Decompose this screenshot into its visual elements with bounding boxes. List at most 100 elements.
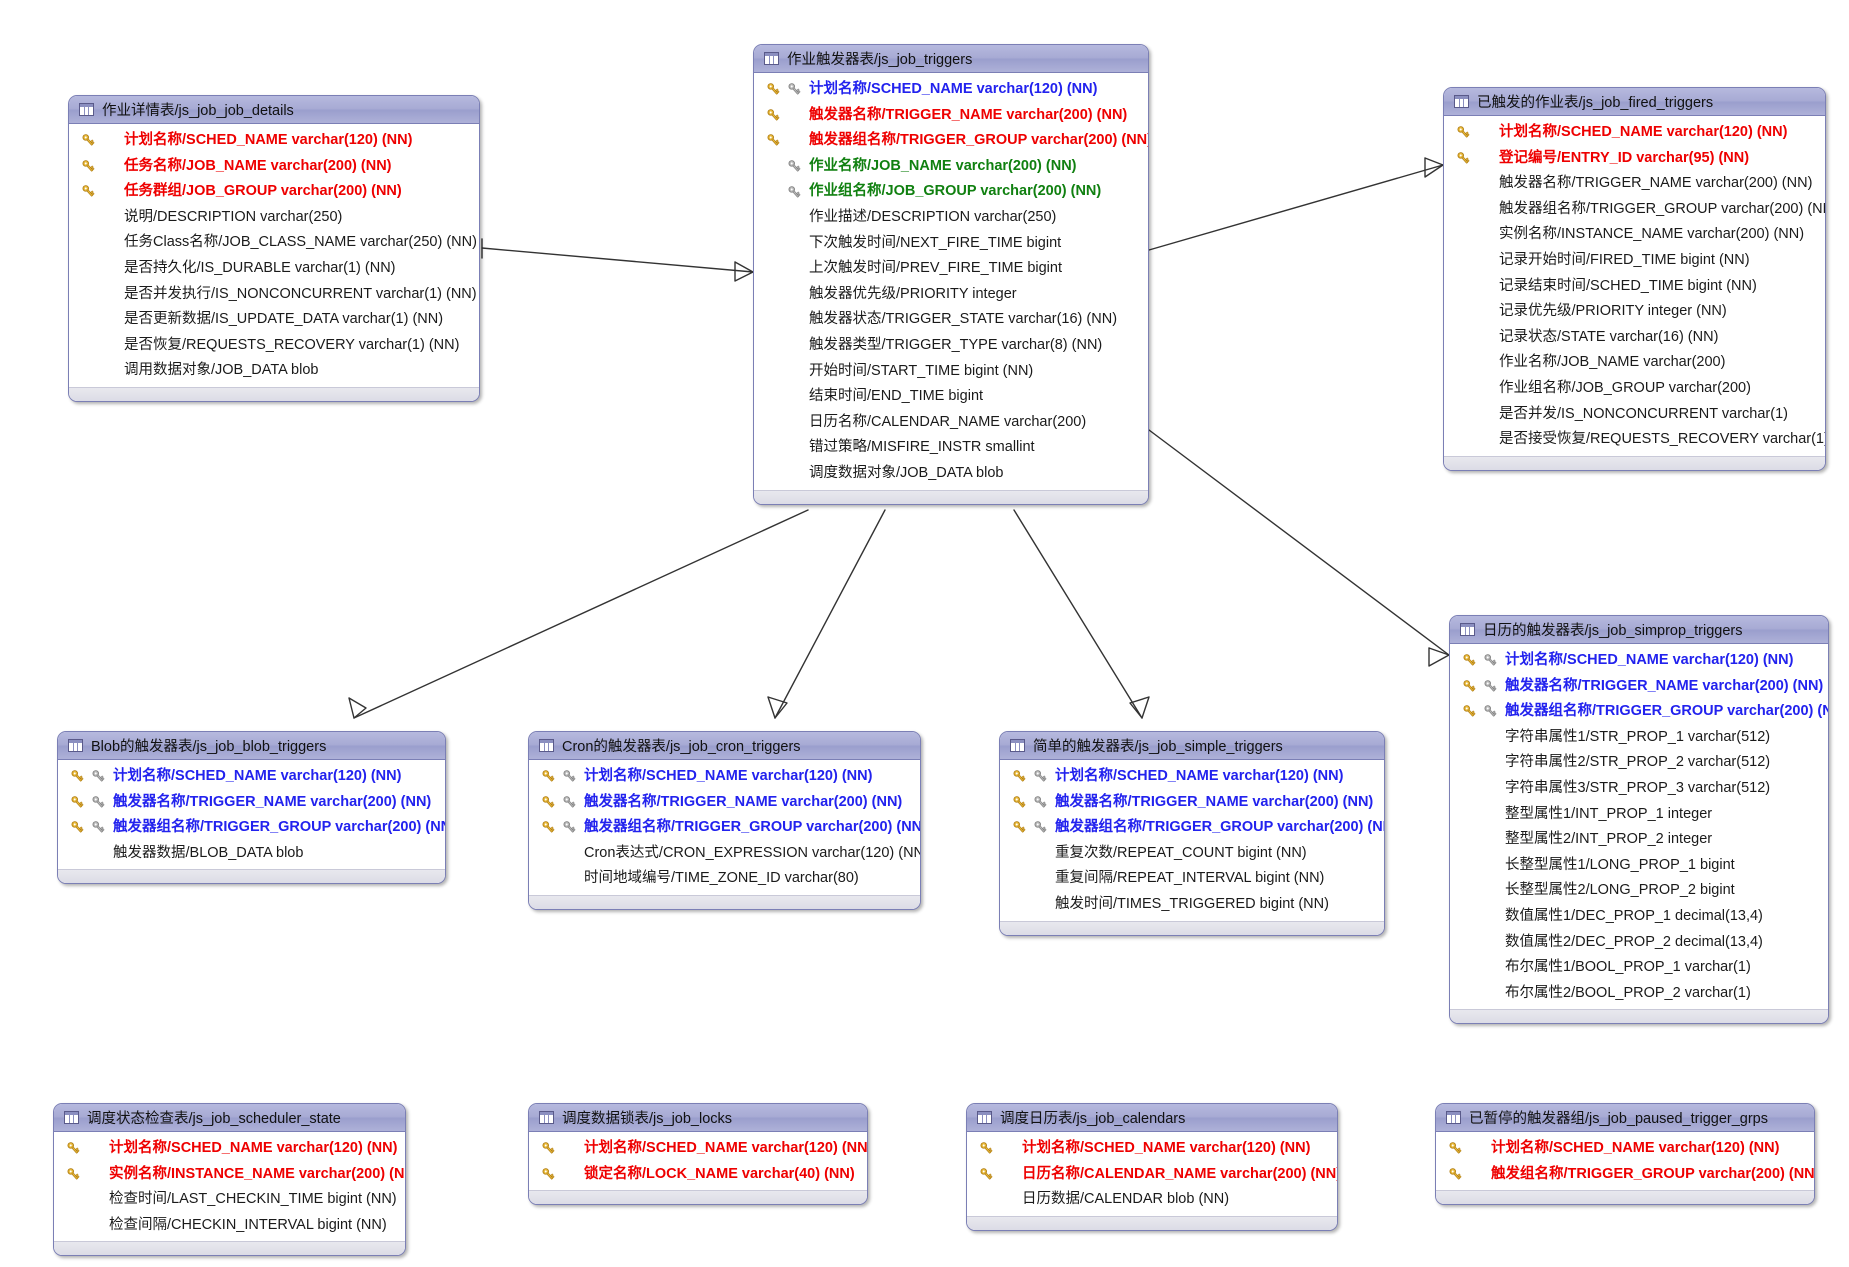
attribute-row[interactable]: 触发器名称/TRIGGER_NAME varchar(200) (NN) — [754, 103, 1148, 129]
attribute-row[interactable]: 数值属性2/DEC_PROP_2 decimal(13,4) — [1450, 930, 1828, 956]
attribute-row[interactable]: 时间地域编号/TIME_ZONE_ID varchar(80) — [529, 866, 920, 892]
attribute-row[interactable]: 重复次数/REPEAT_COUNT bigint (NN) — [1000, 841, 1384, 867]
entity-header-fired_triggers[interactable]: 已触发的作业表/js_job_fired_triggers — [1444, 88, 1825, 116]
attribute-row[interactable]: 触发器数据/BLOB_DATA blob — [58, 841, 445, 867]
entity-header-cron_triggers[interactable]: Cron的触发器表/js_job_cron_triggers — [529, 732, 920, 760]
attribute-row[interactable]: 触发器名称/TRIGGER_NAME varchar(200) (NN) — [1000, 790, 1384, 816]
attribute-row[interactable]: 是否更新数据/IS_UPDATE_DATA varchar(1) (NN) — [69, 307, 479, 333]
attribute-row[interactable]: 计划名称/SCHED_NAME varchar(120) (NN) — [1436, 1136, 1814, 1162]
entity-simprop_triggers[interactable]: 日历的触发器表/js_job_simprop_triggers 计划名称/SCHE… — [1449, 615, 1829, 1025]
attribute-row[interactable]: 作业组名称/JOB_GROUP varchar(200) — [1444, 376, 1825, 402]
attribute-row[interactable]: 检查间隔/CHECKIN_INTERVAL bigint (NN) — [54, 1213, 405, 1239]
attribute-row[interactable]: 错过策略/MISFIRE_INSTR smallint — [754, 435, 1148, 461]
entity-cron_triggers[interactable]: Cron的触发器表/js_job_cron_triggers 计划名称/SCHED… — [528, 731, 921, 910]
entity-paused_trigger_grps[interactable]: 已暂停的触发器组/js_job_paused_trigger_grps 计划名称/… — [1435, 1103, 1815, 1206]
attribute-row[interactable]: 调用数据对象/JOB_DATA blob — [69, 358, 479, 384]
attribute-row[interactable]: 计划名称/SCHED_NAME varchar(120) (NN) — [69, 128, 479, 154]
entity-header-calendars[interactable]: 调度日历表/js_job_calendars — [967, 1104, 1337, 1132]
attribute-row[interactable]: 字符串属性2/STR_PROP_2 varchar(512) — [1450, 750, 1828, 776]
attribute-row[interactable]: 说明/DESCRIPTION varchar(250) — [69, 205, 479, 231]
attribute-row[interactable]: 布尔属性2/BOOL_PROP_2 varchar(1) — [1450, 981, 1828, 1007]
attribute-row[interactable]: 下次触发时间/NEXT_FIRE_TIME bigint — [754, 231, 1148, 257]
attribute-row[interactable]: 整型属性2/INT_PROP_2 integer — [1450, 827, 1828, 853]
attribute-row[interactable]: 计划名称/SCHED_NAME varchar(120) (NN) — [1444, 120, 1825, 146]
attribute-row[interactable]: 触发器状态/TRIGGER_STATE varchar(16) (NN) — [754, 307, 1148, 333]
entity-locks[interactable]: 调度数据锁表/js_job_locks 计划名称/SCHED_NAME varch… — [528, 1103, 868, 1206]
entity-header-scheduler_state[interactable]: 调度状态检查表/js_job_scheduler_state — [54, 1104, 405, 1132]
entity-header-simprop_triggers[interactable]: 日历的触发器表/js_job_simprop_triggers — [1450, 616, 1828, 644]
entity-header-blob_triggers[interactable]: Blob的触发器表/js_job_blob_triggers — [58, 732, 445, 760]
entity-header-job_triggers[interactable]: 作业触发器表/js_job_triggers — [754, 45, 1148, 73]
entity-blob_triggers[interactable]: Blob的触发器表/js_job_blob_triggers 计划名称/SCHED… — [57, 731, 446, 885]
attribute-row[interactable]: 触发器组名称/TRIGGER_GROUP varchar(200) (NN) — [1444, 197, 1825, 223]
entity-calendars[interactable]: 调度日历表/js_job_calendars 计划名称/SCHED_NAME va… — [966, 1103, 1338, 1231]
entity-header-paused_trigger_grps[interactable]: 已暂停的触发器组/js_job_paused_trigger_grps — [1436, 1104, 1814, 1132]
entity-header-job_details[interactable]: 作业详情表/js_job_job_details — [69, 96, 479, 124]
entity-job_details[interactable]: 作业详情表/js_job_job_details 计划名称/SCHED_NAME … — [68, 95, 480, 402]
attribute-row[interactable]: 记录开始时间/FIRED_TIME bigint (NN) — [1444, 248, 1825, 274]
attribute-row[interactable]: 触发时间/TIMES_TRIGGERED bigint (NN) — [1000, 892, 1384, 918]
attribute-row[interactable]: 触发器组名称/TRIGGER_GROUP varchar(200) (NN) — [754, 128, 1148, 154]
attribute-row[interactable]: 触发组名称/TRIGGER_GROUP varchar(200) (NN) — [1436, 1162, 1814, 1188]
attribute-row[interactable]: 是否持久化/IS_DURABLE varchar(1) (NN) — [69, 256, 479, 282]
attribute-row[interactable]: 是否并发执行/IS_NONCONCURRENT varchar(1) (NN) — [69, 282, 479, 308]
attribute-row[interactable]: 触发器组名称/TRIGGER_GROUP varchar(200) (NN) — [1450, 699, 1828, 725]
attribute-row[interactable]: 登记编号/ENTRY_ID varchar(95) (NN) — [1444, 146, 1825, 172]
attribute-row[interactable]: 触发器名称/TRIGGER_NAME varchar(200) (NN) — [529, 790, 920, 816]
attribute-row[interactable]: 数值属性1/DEC_PROP_1 decimal(13,4) — [1450, 904, 1828, 930]
attribute-row[interactable]: 计划名称/SCHED_NAME varchar(120) (NN) — [58, 764, 445, 790]
attribute-row[interactable]: 锁定名称/LOCK_NAME varchar(40) (NN) — [529, 1162, 867, 1188]
entity-header-simple_triggers[interactable]: 简单的触发器表/js_job_simple_triggers — [1000, 732, 1384, 760]
attribute-row[interactable]: 实例名称/INSTANCE_NAME varchar(200) (NN) — [54, 1162, 405, 1188]
attribute-row[interactable]: 触发器组名称/TRIGGER_GROUP varchar(200) (NN) — [58, 815, 445, 841]
attribute-row[interactable]: 记录优先级/PRIORITY integer (NN) — [1444, 299, 1825, 325]
entity-simple_triggers[interactable]: 简单的触发器表/js_job_simple_triggers 计划名称/SCHED… — [999, 731, 1385, 936]
attribute-row[interactable]: 触发器组名称/TRIGGER_GROUP varchar(200) (NN) — [529, 815, 920, 841]
attribute-row[interactable]: 长整型属性1/LONG_PROP_1 bigint — [1450, 853, 1828, 879]
attribute-row[interactable]: 长整型属性2/LONG_PROP_2 bigint — [1450, 878, 1828, 904]
attribute-row[interactable]: 触发器类型/TRIGGER_TYPE varchar(8) (NN) — [754, 333, 1148, 359]
attribute-row[interactable]: 整型属性1/INT_PROP_1 integer — [1450, 802, 1828, 828]
attribute-row[interactable]: 计划名称/SCHED_NAME varchar(120) (NN) — [754, 77, 1148, 103]
attribute-row[interactable]: 日历数据/CALENDAR blob (NN) — [967, 1187, 1337, 1213]
attribute-row[interactable]: 任务名称/JOB_NAME varchar(200) (NN) — [69, 154, 479, 180]
attribute-row[interactable]: 记录结束时间/SCHED_TIME bigint (NN) — [1444, 274, 1825, 300]
entity-header-locks[interactable]: 调度数据锁表/js_job_locks — [529, 1104, 867, 1132]
attribute-row[interactable]: 是否接受恢复/REQUESTS_RECOVERY varchar(1) — [1444, 427, 1825, 453]
attribute-row[interactable]: 任务Class名称/JOB_CLASS_NAME varchar(250) (N… — [69, 230, 479, 256]
attribute-row[interactable]: 计划名称/SCHED_NAME varchar(120) (NN) — [967, 1136, 1337, 1162]
attribute-row[interactable]: 检查时间/LAST_CHECKIN_TIME bigint (NN) — [54, 1187, 405, 1213]
attribute-row[interactable]: Cron表达式/CRON_EXPRESSION varchar(120) (NN… — [529, 841, 920, 867]
attribute-row[interactable]: 触发器名称/TRIGGER_NAME varchar(200) (NN) — [58, 790, 445, 816]
attribute-row[interactable]: 计划名称/SCHED_NAME varchar(120) (NN) — [529, 764, 920, 790]
attribute-row[interactable]: 是否并发/IS_NONCONCURRENT varchar(1) — [1444, 402, 1825, 428]
attribute-row[interactable]: 任务群组/JOB_GROUP varchar(200) (NN) — [69, 179, 479, 205]
attribute-row[interactable]: 触发器组名称/TRIGGER_GROUP varchar(200) (NN) — [1000, 815, 1384, 841]
attribute-row[interactable]: 作业名称/JOB_NAME varchar(200) (NN) — [754, 154, 1148, 180]
attribute-row[interactable]: 上次触发时间/PREV_FIRE_TIME bigint — [754, 256, 1148, 282]
attribute-row[interactable]: 作业描述/DESCRIPTION varchar(250) — [754, 205, 1148, 231]
attribute-row[interactable]: 日历名称/CALENDAR_NAME varchar(200) (NN) — [967, 1162, 1337, 1188]
attribute-row[interactable]: 计划名称/SCHED_NAME varchar(120) (NN) — [529, 1136, 867, 1162]
attribute-row[interactable]: 实例名称/INSTANCE_NAME varchar(200) (NN) — [1444, 222, 1825, 248]
attribute-row[interactable]: 字符串属性1/STR_PROP_1 varchar(512) — [1450, 725, 1828, 751]
attribute-row[interactable]: 触发器优先级/PRIORITY integer — [754, 282, 1148, 308]
entity-fired_triggers[interactable]: 已触发的作业表/js_job_fired_triggers 计划名称/SCHED_… — [1443, 87, 1826, 471]
attribute-row[interactable]: 触发器名称/TRIGGER_NAME varchar(200) (NN) — [1450, 674, 1828, 700]
attribute-row[interactable]: 调度数据对象/JOB_DATA blob — [754, 461, 1148, 487]
attribute-row[interactable]: 计划名称/SCHED_NAME varchar(120) (NN) — [54, 1136, 405, 1162]
attribute-row[interactable]: 布尔属性1/BOOL_PROP_1 varchar(1) — [1450, 955, 1828, 981]
attribute-row[interactable]: 作业名称/JOB_NAME varchar(200) — [1444, 350, 1825, 376]
attribute-row[interactable]: 作业组名称/JOB_GROUP varchar(200) (NN) — [754, 179, 1148, 205]
entity-scheduler_state[interactable]: 调度状态检查表/js_job_scheduler_state 计划名称/SCHED… — [53, 1103, 406, 1257]
entity-job_triggers[interactable]: 作业触发器表/js_job_triggers 计划名称/SCHED_NAME va… — [753, 44, 1149, 505]
attribute-row[interactable]: 日历名称/CALENDAR_NAME varchar(200) — [754, 410, 1148, 436]
attribute-row[interactable]: 字符串属性3/STR_PROP_3 varchar(512) — [1450, 776, 1828, 802]
attribute-row[interactable]: 开始时间/START_TIME bigint (NN) — [754, 359, 1148, 385]
attribute-row[interactable]: 触发器名称/TRIGGER_NAME varchar(200) (NN) — [1444, 171, 1825, 197]
attribute-row[interactable]: 记录状态/STATE varchar(16) (NN) — [1444, 325, 1825, 351]
attribute-row[interactable]: 计划名称/SCHED_NAME varchar(120) (NN) — [1450, 648, 1828, 674]
attribute-row[interactable]: 结束时间/END_TIME bigint — [754, 384, 1148, 410]
attribute-row[interactable]: 是否恢复/REQUESTS_RECOVERY varchar(1) (NN) — [69, 333, 479, 359]
attribute-row[interactable]: 计划名称/SCHED_NAME varchar(120) (NN) — [1000, 764, 1384, 790]
